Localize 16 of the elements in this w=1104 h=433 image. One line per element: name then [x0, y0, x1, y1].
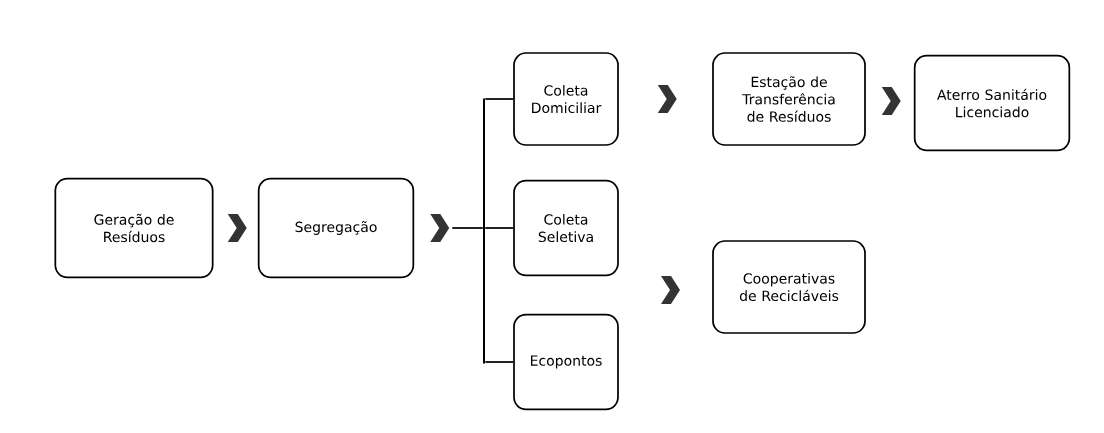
process-box: Estação de Transferência de Resíduos [712, 52, 866, 146]
chevron-arrow [227, 214, 247, 242]
chevron-arrow [661, 276, 680, 304]
process-box: Aterro Sanitário Licenciado [913, 54, 1071, 152]
process-box: Geração de Resíduos [54, 177, 214, 279]
process-box: Segregação [257, 177, 415, 279]
process-box: Coleta Domiciliar [513, 52, 619, 146]
process-box: Coleta Seletiva [513, 179, 619, 277]
chevron-arrow [881, 87, 901, 115]
process-box: Ecopontos [513, 313, 619, 411]
connector-line [484, 98, 514, 100]
process-box: Cooperativas de Recicláveis [712, 240, 866, 334]
chevron-arrow [657, 85, 677, 113]
chevron-arrow [430, 214, 450, 242]
connector-line [484, 227, 514, 229]
connector-line [484, 361, 514, 363]
